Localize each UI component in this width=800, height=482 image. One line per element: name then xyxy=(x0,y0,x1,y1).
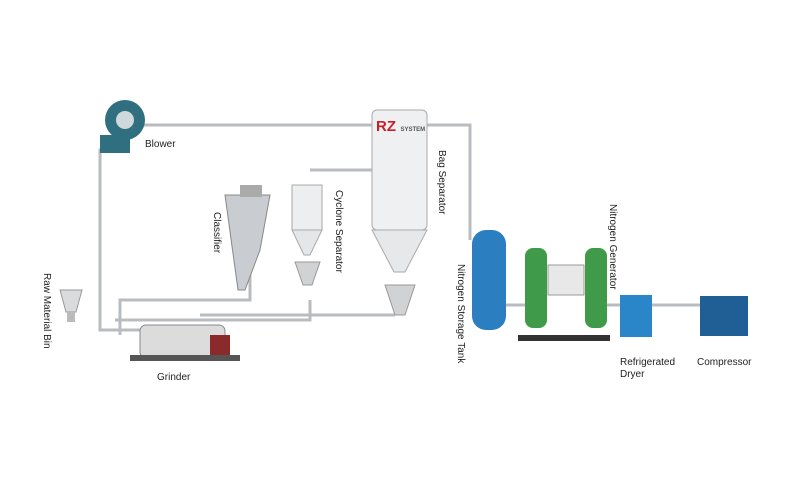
nitrogen-storage-tank-icon xyxy=(472,230,506,330)
rz-logo: RZ SYSTEM xyxy=(376,118,425,136)
bag-separator-icon xyxy=(371,109,428,316)
label-dryer-line2: Dryer xyxy=(620,369,645,380)
raw-material-bin-icon xyxy=(59,289,83,322)
label-classifier: Classifier xyxy=(211,212,222,254)
compressor-icon xyxy=(700,296,748,336)
label-compressor: Compressor xyxy=(697,357,752,368)
label-nitrogen-storage-tank: Nitrogen Storage Tank xyxy=(455,264,466,364)
label-bag-separator: Bag Separator xyxy=(436,150,447,215)
logo-brand: RZ xyxy=(376,118,396,135)
label-grinder: Grinder xyxy=(157,372,191,383)
nitrogen-generator-icon xyxy=(518,248,610,341)
cyclone-separator-icon xyxy=(291,184,323,286)
label-nitrogen-generator: Nitrogen Generator xyxy=(607,204,618,290)
label-blower: Blower xyxy=(145,139,176,150)
blower-icon xyxy=(100,100,145,153)
grinder-icon xyxy=(130,324,240,361)
refrigerated-dryer-icon xyxy=(620,295,652,337)
logo-sub: SYSTEM xyxy=(400,127,426,133)
pipe-return xyxy=(115,300,312,322)
pipe-blower-bag xyxy=(130,123,472,240)
label-refrigerated-dryer: Refrigerated Dryer xyxy=(620,357,675,381)
label-dryer-line1: Refrigerated xyxy=(620,357,676,368)
classifier-icon xyxy=(224,185,271,291)
label-cyclone-separator: Cyclone Separator xyxy=(333,190,344,273)
label-raw-material-bin: Raw Material Bin xyxy=(41,273,52,349)
pipe-classifier-grinder xyxy=(118,250,252,335)
